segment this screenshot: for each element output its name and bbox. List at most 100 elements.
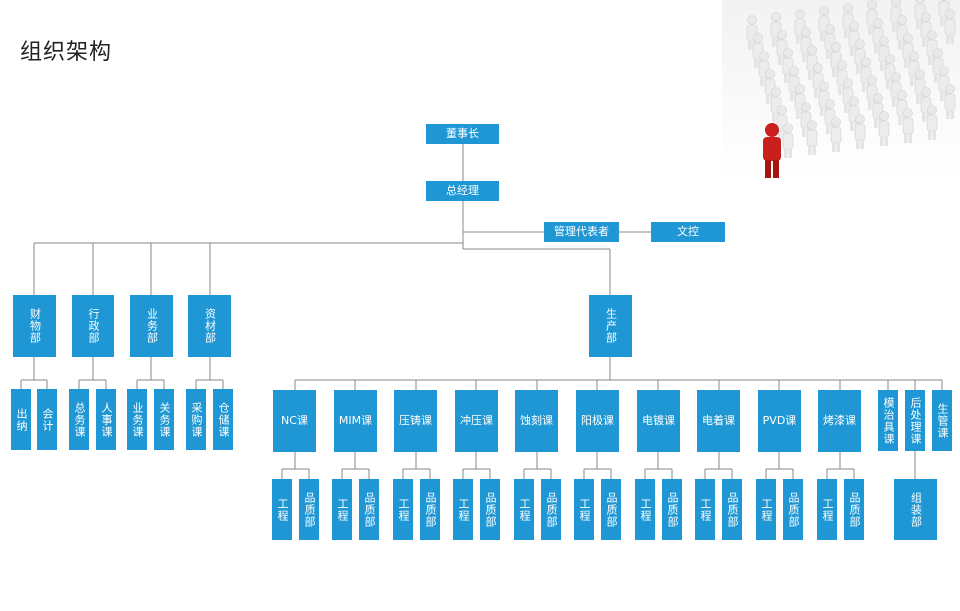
admin-section-box: 人事课: [96, 389, 116, 450]
engineering-unit-box: 工程: [695, 479, 715, 540]
materials-dept-label: 资材部: [203, 308, 217, 344]
engineering-unit-box: 工程: [817, 479, 837, 540]
finance-section-box: 出纳: [11, 389, 31, 450]
quality-unit-box: 品质部: [299, 479, 319, 540]
production-section-box: 冲压课: [455, 390, 498, 452]
production-section-label: 冲压课: [460, 414, 493, 428]
business-dept-label: 业务部: [145, 308, 159, 344]
finance-dept-box: 财物部: [13, 295, 56, 357]
production-section-label: 电镀课: [642, 414, 675, 428]
quality-unit-box: 品质部: [722, 479, 742, 540]
production-section-label: 蚀刻课: [520, 414, 553, 428]
doc-control-label: 文控: [677, 225, 699, 239]
engineering-unit-label: 工程: [396, 497, 410, 522]
production-dept-label: 生产部: [604, 308, 618, 344]
quality-unit-box: 品质部: [783, 479, 803, 540]
quality-unit-label: 品质部: [665, 491, 679, 528]
engineering-unit-label: 工程: [759, 497, 773, 522]
quality-unit-label: 品质部: [725, 491, 739, 528]
admin-section-label: 总务课: [72, 401, 86, 438]
engineering-unit-label: 工程: [698, 497, 712, 522]
production-section-box: 阳极课: [576, 390, 619, 452]
production-section-label: 烤漆课: [823, 414, 856, 428]
quality-unit-label: 品质部: [604, 491, 618, 528]
tooling-section-label: 模治具课: [881, 396, 895, 445]
assembly-dept-box: 组装部: [894, 479, 937, 540]
tooling-section-box: 模治具课: [878, 390, 898, 451]
production-section-box: 烤漆课: [818, 390, 861, 452]
business-dept-box: 业务部: [130, 295, 173, 357]
finance-section-box: 会计: [37, 389, 57, 450]
materials-dept-box: 资材部: [188, 295, 231, 357]
finance-section-label: 会计: [40, 407, 54, 432]
quality-unit-box: 品质部: [480, 479, 500, 540]
quality-unit-box: 品质部: [844, 479, 864, 540]
engineering-unit-label: 工程: [335, 497, 349, 522]
engineering-unit-box: 工程: [635, 479, 655, 540]
quality-unit-label: 品质部: [362, 491, 376, 528]
management-rep-box: 管理代表者: [544, 222, 619, 242]
quality-unit-label: 品质部: [302, 491, 316, 528]
production-section-label: PVD课: [762, 414, 797, 428]
engineering-unit-label: 工程: [456, 497, 470, 522]
quality-unit-box: 品质部: [541, 479, 561, 540]
engineering-unit-box: 工程: [756, 479, 776, 540]
engineering-unit-box: 工程: [332, 479, 352, 540]
quality-unit-box: 品质部: [662, 479, 682, 540]
production-section-box: 压铸课: [394, 390, 437, 452]
quality-unit-box: 品质部: [601, 479, 621, 540]
business-section-label: 业务课: [130, 401, 144, 438]
chairman-box: 董事长: [426, 124, 499, 144]
general-manager-box: 总经理: [426, 181, 499, 201]
engineering-unit-label: 工程: [820, 497, 834, 522]
quality-unit-box: 品质部: [359, 479, 379, 540]
production-control-section-box: 生管课: [932, 390, 952, 451]
general-manager-label: 总经理: [446, 184, 479, 198]
production-section-label: MIM课: [338, 414, 373, 428]
quality-unit-label: 品质部: [786, 491, 800, 528]
engineering-unit-label: 工程: [275, 497, 289, 522]
engineering-unit-box: 工程: [574, 479, 594, 540]
finance-section-label: 出纳: [14, 407, 28, 432]
admin-dept-box: 行政部: [72, 295, 114, 357]
management-rep-label: 管理代表者: [554, 225, 609, 239]
production-section-label: 压铸课: [399, 414, 432, 428]
production-section-box: MIM课: [334, 390, 377, 452]
engineering-unit-label: 工程: [638, 497, 652, 522]
chairman-label: 董事长: [446, 127, 479, 141]
business-section-box: 业务课: [127, 389, 147, 450]
quality-unit-label: 品质部: [483, 491, 497, 528]
business-section-box: 关务课: [154, 389, 174, 450]
quality-unit-label: 品质部: [847, 491, 861, 528]
crowd-leader-image: [722, 0, 960, 178]
business-section-label: 关务课: [157, 401, 171, 438]
production-section-box: 电镀课: [637, 390, 680, 452]
materials-section-label: 仓储课: [216, 401, 230, 438]
doc-control-box: 文控: [651, 222, 725, 242]
engineering-unit-box: 工程: [393, 479, 413, 540]
production-section-label: NC课: [281, 414, 308, 428]
production-section-label: 阳极课: [581, 414, 614, 428]
admin-section-label: 人事课: [99, 401, 113, 438]
engineering-unit-label: 工程: [517, 497, 531, 522]
production-section-label: 电着课: [702, 414, 735, 428]
production-control-section-label: 生管课: [935, 402, 949, 439]
admin-section-box: 总务课: [69, 389, 89, 450]
materials-section-label: 采购课: [189, 401, 203, 438]
production-section-box: PVD课: [758, 390, 801, 452]
engineering-unit-box: 工程: [514, 479, 534, 540]
assembly-dept-label: 组装部: [909, 491, 923, 528]
finance-dept-label: 财物部: [28, 308, 42, 344]
quality-unit-label: 品质部: [544, 491, 558, 528]
admin-dept-label: 行政部: [86, 308, 100, 344]
post-processing-section-label: 后处理课: [908, 396, 922, 445]
quality-unit-box: 品质部: [420, 479, 440, 540]
engineering-unit-box: 工程: [453, 479, 473, 540]
materials-section-box: 采购课: [186, 389, 206, 450]
engineering-unit-label: 工程: [577, 497, 591, 522]
production-dept-box: 生产部: [589, 295, 632, 357]
production-section-box: 电着课: [697, 390, 740, 452]
post-processing-section-box: 后处理课: [905, 390, 925, 451]
engineering-unit-box: 工程: [272, 479, 292, 540]
